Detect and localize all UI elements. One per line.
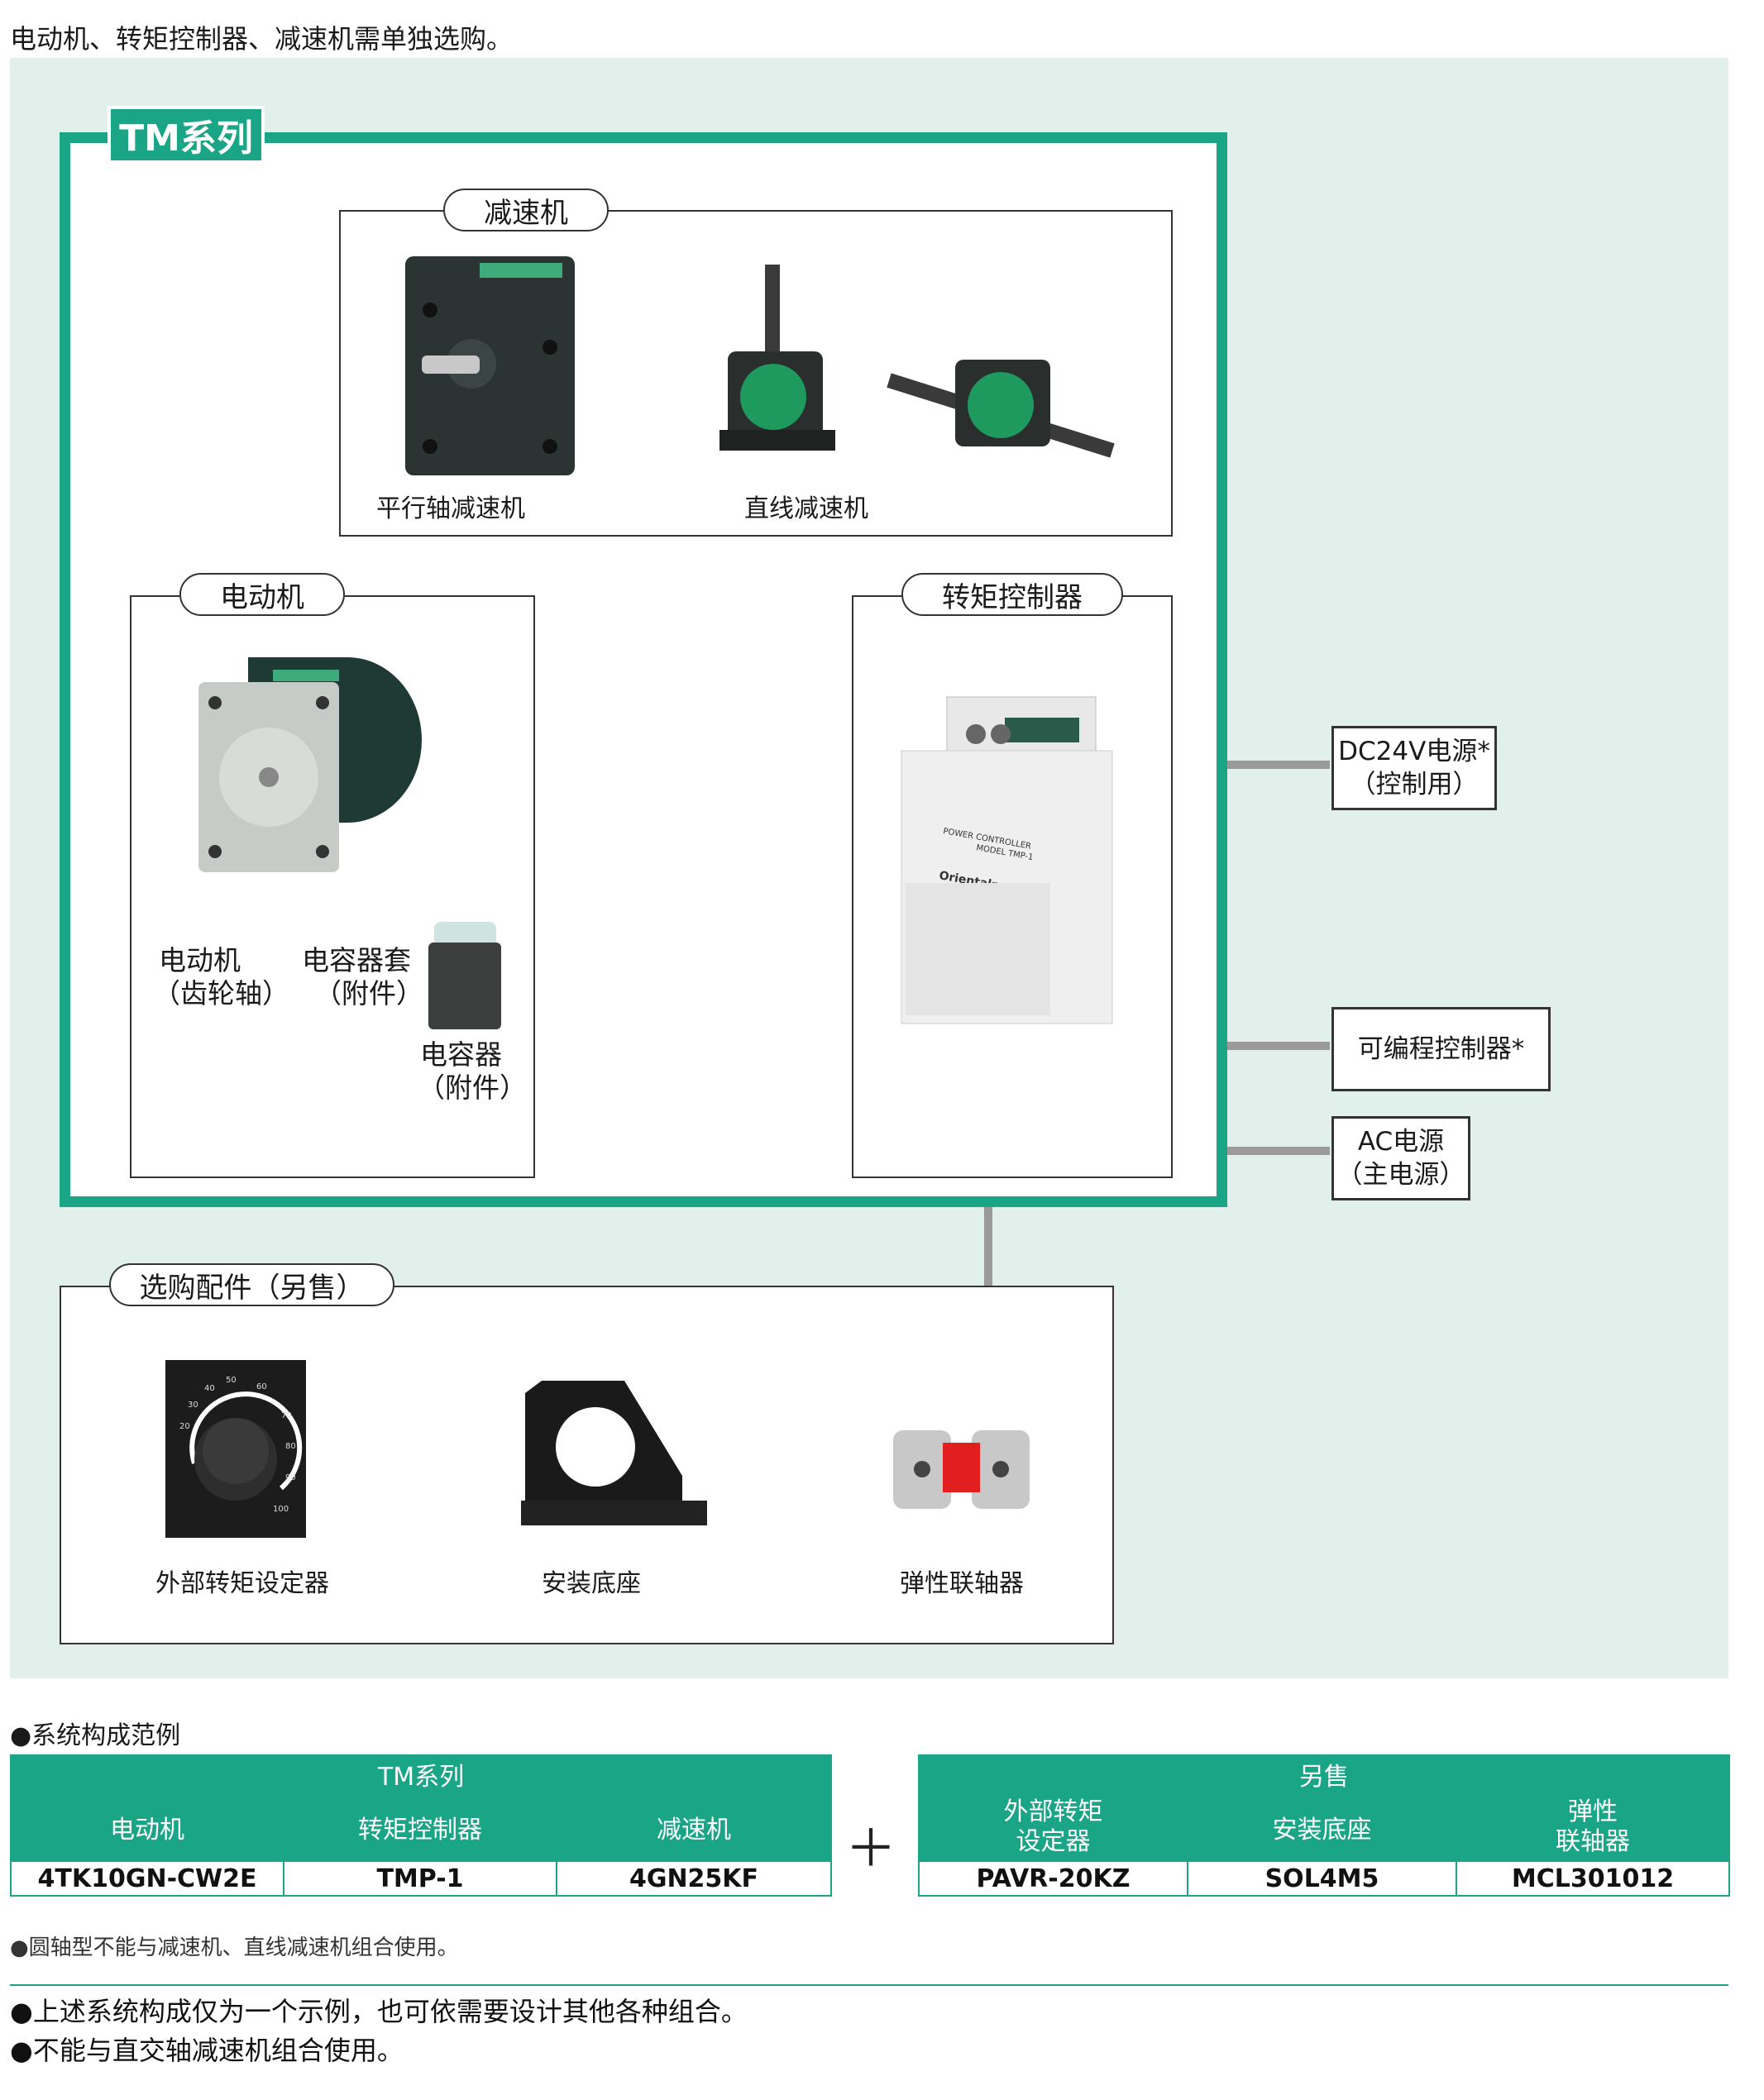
config-table-sold-separately: 另售 外部转矩 设定器 安装底座 弹性 联轴器 PAVR-20KZ SOL4M5…: [917, 1754, 1731, 1897]
col-mount: 安装底座: [1187, 1792, 1457, 1862]
parallel-gearhead-label: 平行轴减速机: [376, 494, 525, 523]
sold-separately-header: 另售: [917, 1754, 1731, 1794]
coupling-label: 弹性联轴器: [900, 1569, 1024, 1598]
val-torque-setter: PAVR-20KZ: [918, 1860, 1188, 1897]
val-gearhead: 4GN25KF: [556, 1860, 832, 1897]
mounting-bracket-label: 安装底座: [542, 1569, 641, 1598]
val-controller: TMP-1: [283, 1860, 557, 1897]
col-coupling: 弹性 联轴器: [1455, 1792, 1731, 1862]
accessories-group-title: 选购配件（另售）: [109, 1263, 394, 1306]
config-section-title: ●系统构成范例: [10, 1721, 181, 1750]
dial-tick: 70: [281, 1411, 292, 1420]
cap-cover-label-2: （附件）: [314, 977, 423, 1009]
motor-label-2: （齿轮轴）: [153, 977, 289, 1009]
dc-power-label-1: DC24V电源*: [1338, 737, 1490, 766]
dial-tick: 90: [285, 1473, 296, 1482]
gearhead-group-title: 减速机: [443, 189, 609, 231]
torque-setter-label: 外部转矩设定器: [155, 1569, 329, 1598]
dial-tick: 60: [256, 1382, 267, 1391]
tm-header: TM系列: [10, 1754, 832, 1794]
cap-cover-label-1: 电容器套: [302, 944, 411, 976]
ac-power-box: AC电源 （主电源）: [1331, 1116, 1470, 1200]
motor-label-1: 电动机: [159, 944, 241, 976]
capacitor-label-2: （附件）: [418, 1071, 527, 1104]
capacitor-image: [428, 922, 501, 1029]
intro-text: 电动机、转矩控制器、减速机需单独选购。: [10, 23, 514, 55]
col-controller: 转矩控制器: [283, 1792, 557, 1862]
dial-tick: 20: [179, 1422, 190, 1431]
dial-tick: 80: [285, 1442, 296, 1451]
config-table-tm: TM系列 电动机 转矩控制器 减速机 4TK10GN-CW2E TMP-1 4G…: [10, 1754, 832, 1897]
note-example: ●上述系统构成仅为一个示例，也可依需要设计其他各种组合。: [10, 1996, 748, 2027]
mounting-bracket-image: [521, 1381, 707, 1525]
coupling-image: [893, 1430, 1030, 1509]
note-round-shaft: ●圆轴型不能与减速机、直线减速机组合使用。: [10, 1935, 459, 1960]
col-coupling-line2: 联轴器: [1556, 1827, 1631, 1856]
col-torque-setter: 外部转矩 设定器: [918, 1792, 1188, 1862]
motor-group-title: 电动机: [179, 573, 345, 616]
plus-sign: ＋: [845, 1818, 897, 1878]
col-gearhead: 减速机: [556, 1792, 832, 1862]
plc-box: 可编程控制器*: [1331, 1007, 1551, 1091]
parallel-gearhead-image: [405, 256, 575, 475]
dial-tick: 50: [226, 1376, 237, 1385]
col-motor: 电动机: [10, 1792, 284, 1862]
col-coupling-line1: 弹性: [1568, 1797, 1618, 1826]
val-coupling: MCL301012: [1455, 1860, 1731, 1897]
dial-tick: 100: [273, 1505, 289, 1514]
controller-group-title: 转矩控制器: [901, 573, 1123, 616]
dc-power-label-2: （控制用）: [1350, 770, 1479, 799]
col-torque-setter-line1: 外部转矩: [1003, 1797, 1103, 1826]
dc-power-box: DC24V电源* （控制用）: [1331, 726, 1497, 810]
ac-power-label-2: （主电源）: [1336, 1160, 1465, 1190]
note-right-angle: ●不能与直交轴减速机组合使用。: [10, 2035, 404, 2066]
linear-gearhead-image: [719, 265, 1115, 458]
capacitor-label-1: 电容器: [420, 1038, 502, 1071]
torque-setter-image: 20 30 40 50 60 70 80 90 100: [165, 1360, 306, 1538]
motor-image: [198, 657, 422, 872]
dial-tick: 40: [204, 1384, 215, 1393]
val-motor: 4TK10GN-CW2E: [10, 1860, 284, 1897]
col-torque-setter-line2: 设定器: [1016, 1827, 1091, 1856]
linear-gearhead-label: 直线减速机: [744, 494, 868, 523]
tm-series-tab: TM系列: [108, 106, 265, 164]
torque-controller-image: POWER CONTROLLER MODEL TMP-1 Orientalmot…: [901, 696, 1113, 1024]
plc-label: 可编程控制器*: [1357, 1034, 1525, 1064]
divider: [10, 1984, 1728, 1986]
dial-tick: 30: [188, 1401, 198, 1410]
val-mount: SOL4M5: [1187, 1860, 1457, 1897]
ac-power-label-1: AC电源: [1357, 1127, 1445, 1157]
